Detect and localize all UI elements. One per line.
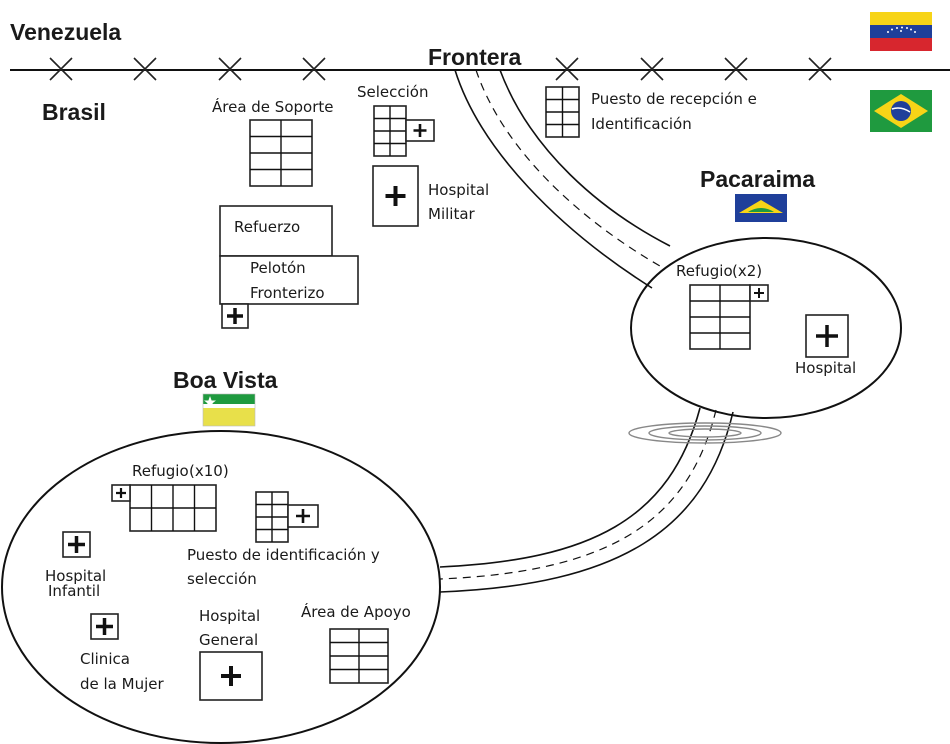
peloton-fronterizo-box bbox=[219, 255, 359, 305]
hospital-general-icon bbox=[199, 651, 263, 701]
pacaraima-flag bbox=[735, 194, 787, 222]
area-soporte-grid-icon bbox=[249, 119, 313, 187]
border-x-marks bbox=[49, 57, 832, 81]
clinica-mujer-label-2: de la Mujer bbox=[80, 675, 164, 693]
boa-vista-area bbox=[1, 430, 441, 744]
puesto-recepcion-label-2: Identificación bbox=[591, 115, 692, 133]
hospital-infantil-icon bbox=[62, 531, 91, 558]
hospital-general-label-1: Hospital bbox=[199, 607, 260, 625]
road-pacaraima-boavista bbox=[439, 407, 734, 593]
refuerzo-label: Refuerzo bbox=[234, 218, 300, 236]
boa-vista-label: Boa Vista bbox=[173, 367, 278, 393]
clinica-mujer-icon bbox=[90, 613, 119, 640]
pacaraima-area bbox=[630, 237, 902, 419]
puesto-recepcion-grid-icon bbox=[545, 86, 580, 138]
peloton-medical-icon bbox=[221, 303, 249, 329]
hospital-infantil-label-2: Infantil bbox=[48, 582, 100, 600]
puesto-identificacion-grid-icon bbox=[255, 491, 319, 543]
pacaraima-label: Pacaraima bbox=[700, 166, 815, 192]
area-soporte-label: Área de Soporte bbox=[212, 97, 333, 116]
pacaraima-refugio-count: (x2) bbox=[732, 262, 762, 280]
brasil-label: Brasil bbox=[42, 99, 106, 125]
brazil-flag bbox=[870, 90, 932, 132]
pacaraima-refugio-grid-icon bbox=[689, 284, 769, 350]
hospital-militar-label-1: Hospital bbox=[428, 181, 489, 199]
hospital-infantil-label-1: Hospital bbox=[45, 567, 106, 585]
venezuela-flag bbox=[870, 12, 932, 51]
road-frontera-pacaraima bbox=[454, 69, 671, 289]
puesto-recepcion-label-1: Puesto de recepción e bbox=[591, 90, 757, 108]
clinica-mujer-label-1: Clinica bbox=[80, 650, 130, 668]
hospital-militar-icon bbox=[372, 165, 419, 227]
area-apoyo-grid-icon bbox=[329, 628, 389, 684]
puesto-identificacion-label-2: selección bbox=[187, 570, 257, 588]
boa-vista-refugio-label: Refugio bbox=[132, 462, 189, 480]
boa-vista-refugio-grid-icon bbox=[111, 484, 217, 532]
hospital-militar-label-2: Militar bbox=[428, 205, 476, 223]
peloton-label-2: Fronterizo bbox=[250, 284, 325, 302]
hospital-general-label-2: General bbox=[199, 631, 258, 649]
pacaraima-hospital-label: Hospital bbox=[795, 359, 856, 377]
peloton-label-1: Pelotón bbox=[250, 259, 306, 277]
pacaraima-hospital-icon bbox=[805, 314, 849, 358]
checkpoint-rings bbox=[628, 422, 782, 444]
area-apoyo-label: Área de Apoyo bbox=[301, 602, 411, 621]
boa-vista-flag bbox=[202, 393, 256, 427]
boa-vista-refugio-count: (x10) bbox=[189, 462, 229, 480]
seleccion-grid-icon bbox=[373, 105, 435, 157]
puesto-identificacion-label-1: Puesto de identificación y bbox=[187, 546, 380, 564]
pacaraima-refugio-label: Refugio bbox=[676, 262, 733, 280]
frontera-label: Frontera bbox=[428, 44, 522, 70]
venezuela-label: Venezuela bbox=[10, 19, 121, 45]
seleccion-label: Selección bbox=[357, 83, 429, 101]
